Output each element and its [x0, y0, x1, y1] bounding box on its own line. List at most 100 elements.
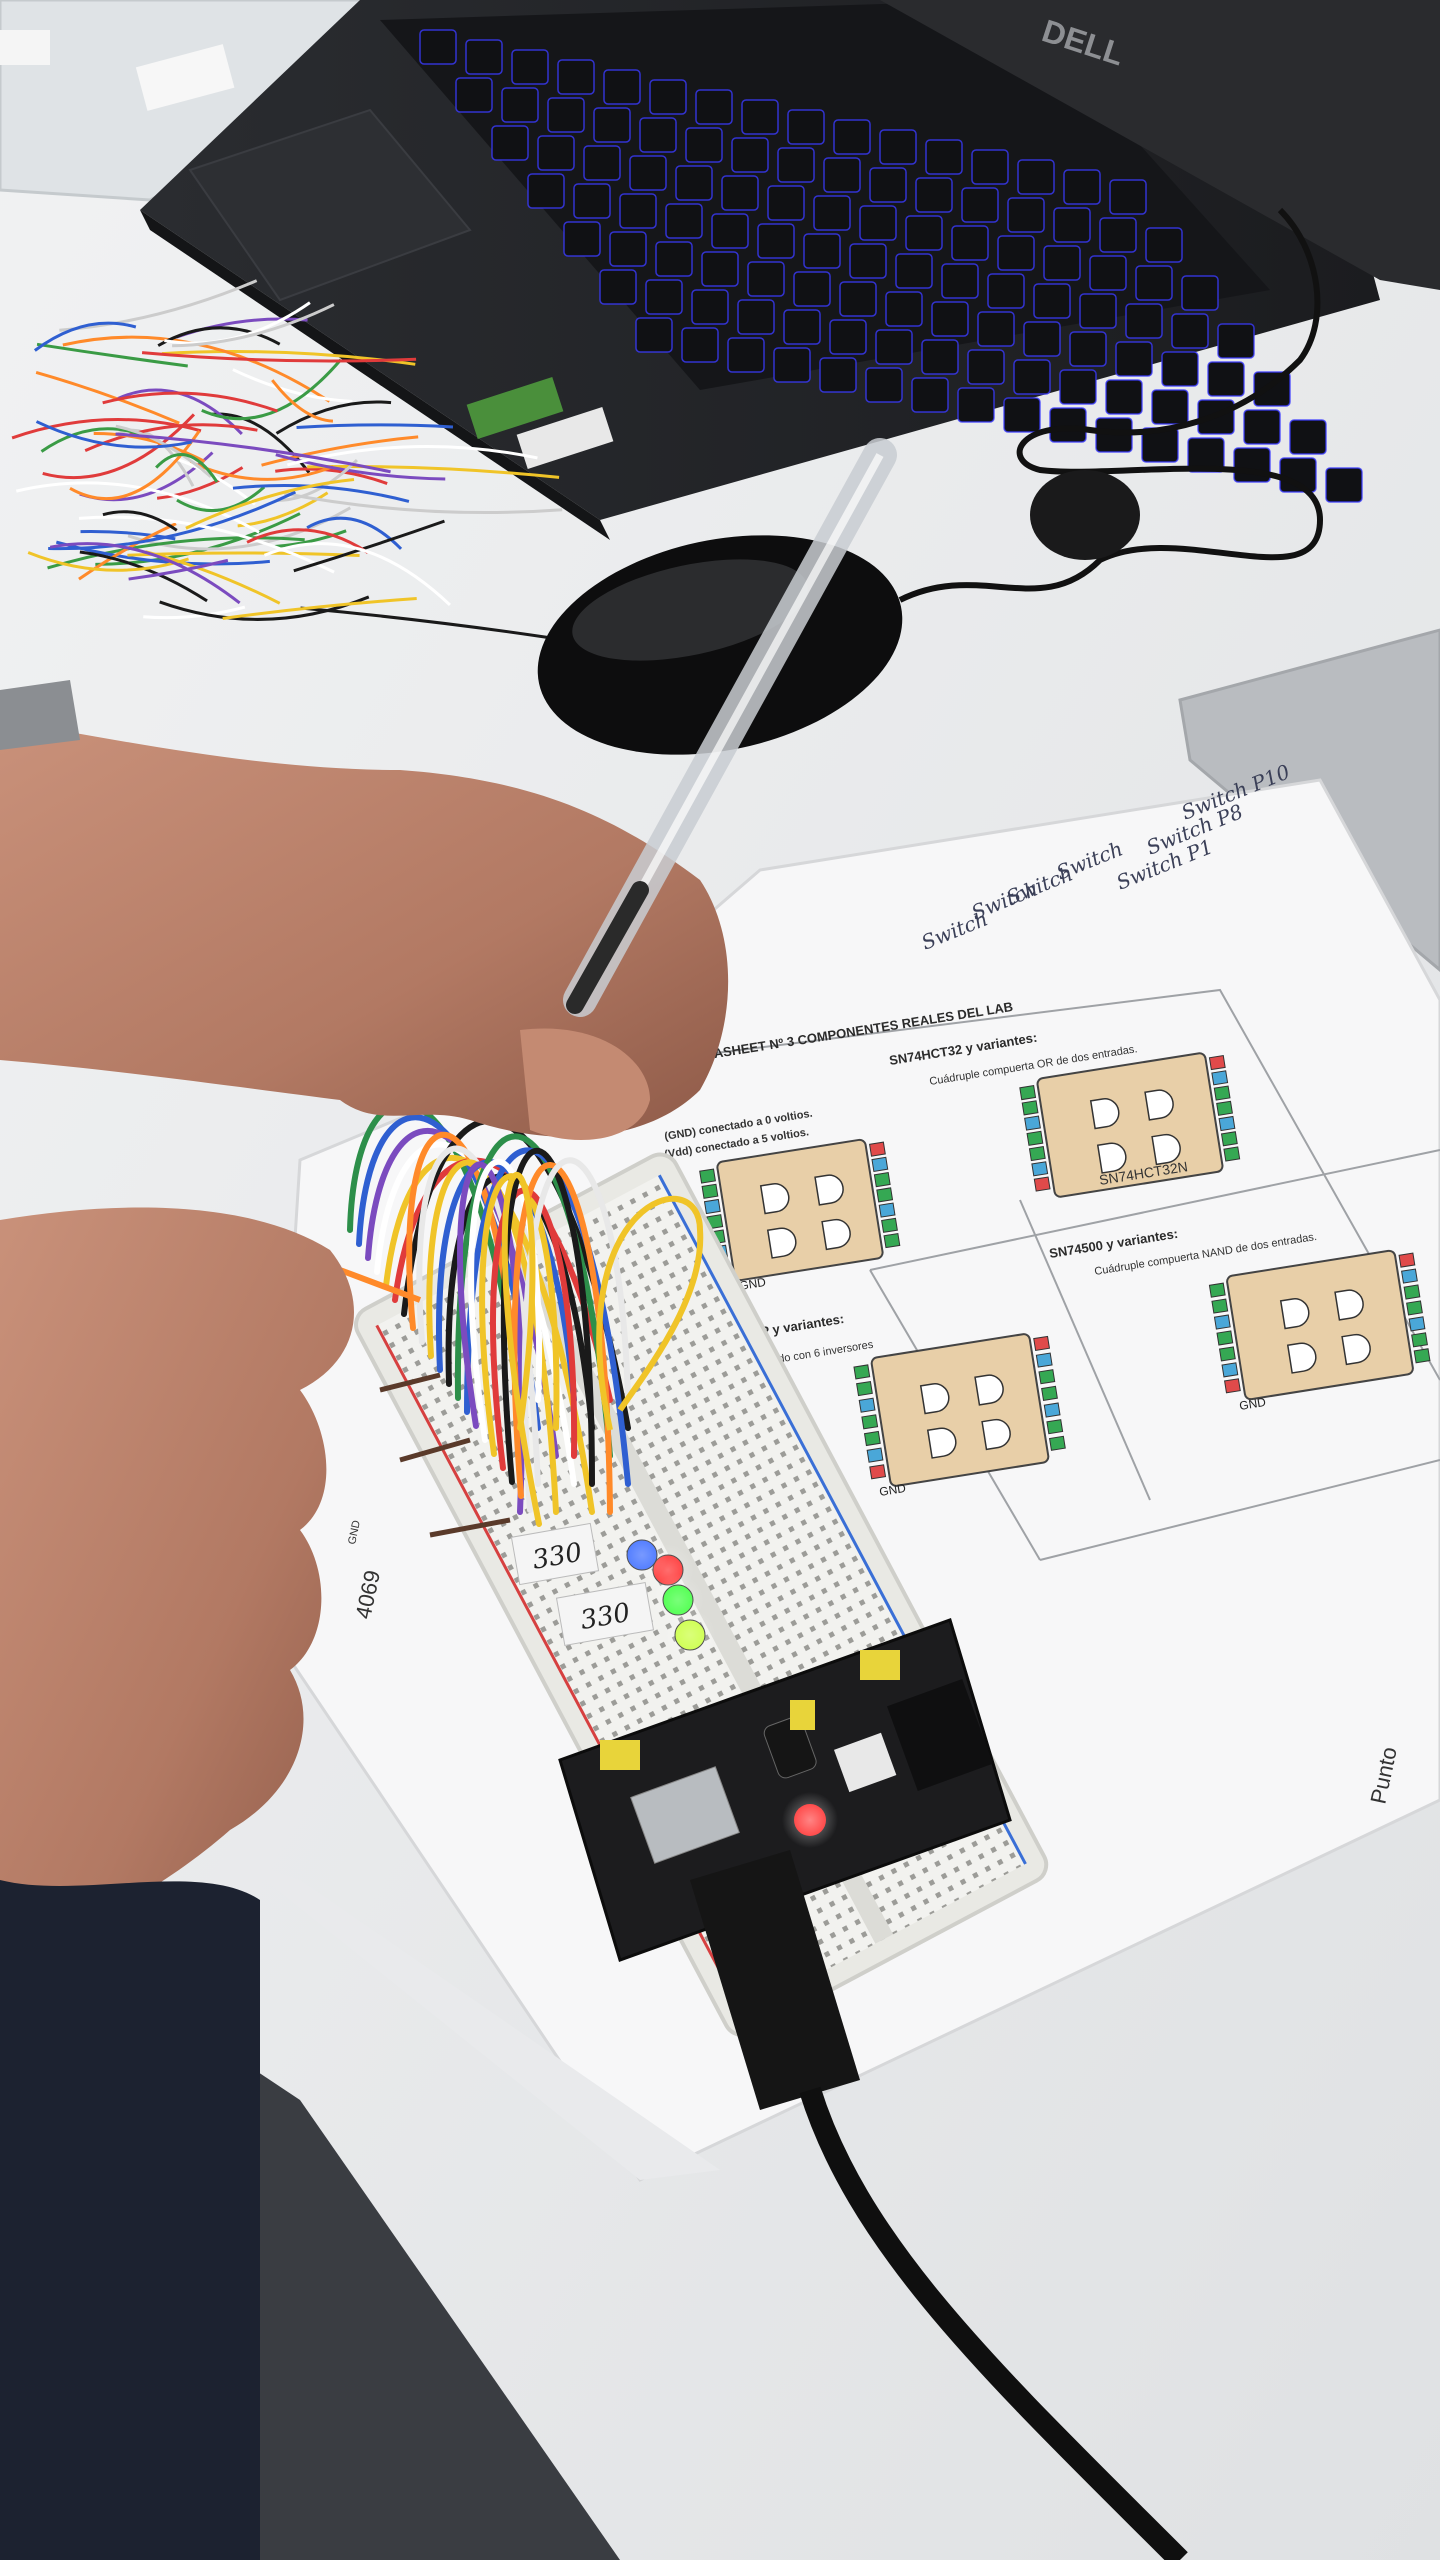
- keyboard-key: [691, 289, 729, 325]
- keyboard-key: [655, 241, 693, 277]
- loose-jumper-wire: [261, 435, 419, 467]
- keyboard-key: [639, 117, 677, 153]
- keyboard-key: [833, 119, 871, 155]
- keyboard-key: [1069, 331, 1107, 367]
- laptop-sticker: [516, 406, 614, 470]
- keyboard-key: [1105, 379, 1143, 415]
- keyboard-key: [511, 49, 549, 85]
- keyboard-key: [813, 195, 851, 231]
- loose-jumper-wire: [222, 597, 417, 620]
- keyboard-key: [1059, 369, 1097, 405]
- keyboard-key: [1125, 303, 1163, 339]
- left-hand-holding-pen: [0, 680, 729, 1140]
- loose-jumper-wire: [35, 420, 192, 449]
- keyboard-key: [1145, 227, 1183, 263]
- loose-jumper-wire: [296, 423, 454, 429]
- loose-jumper-wire: [27, 551, 190, 572]
- loose-jumper-wire: [95, 512, 301, 566]
- keyboard-key: [1115, 341, 1153, 377]
- keyboard-key: [1187, 437, 1225, 473]
- loose-jumper-wire: [275, 400, 392, 435]
- keyboard-key: [787, 109, 825, 145]
- mouse-cable: [898, 207, 1324, 603]
- keyboard-key: [747, 261, 785, 297]
- loose-jumper-wire: [93, 432, 206, 463]
- loose-jumper-wire: [246, 528, 369, 554]
- pin-gnd-label: GND: [1238, 1395, 1267, 1413]
- loose-jumper-wire: [141, 351, 417, 363]
- loose-jumper-wire: [201, 358, 342, 421]
- resistor-tag: 330: [555, 1581, 655, 1647]
- keyboard-key: [961, 187, 999, 223]
- resistor-tag: 330: [510, 1522, 600, 1586]
- keyboard-key: [1003, 397, 1041, 433]
- keyboard-key: [911, 377, 949, 413]
- keyboard-key: [783, 309, 821, 345]
- loose-jumper-wire: [156, 466, 244, 500]
- jumper-wire: [468, 1158, 542, 1443]
- keyboard-key: [865, 367, 903, 403]
- chip-or-diagram: [1019, 1052, 1241, 1198]
- keyboard-key: [875, 329, 913, 365]
- laptop-lid: [880, 0, 1440, 290]
- keyboard-key: [1049, 407, 1087, 443]
- jumper-wire: [457, 1161, 525, 1515]
- leds: [616, 1529, 716, 1661]
- keyboard-key: [701, 251, 739, 287]
- laptop-touchpad: [188, 108, 472, 302]
- keyboard-key: [537, 135, 575, 171]
- keyboard-key: [599, 269, 637, 305]
- keyboard-key: [905, 215, 943, 251]
- keyboard-key: [773, 347, 811, 383]
- resistors: [379, 1372, 511, 1538]
- keyboard-key: [1013, 359, 1051, 395]
- jumper-wire: [500, 1147, 595, 1487]
- keyboard-key: [1135, 265, 1173, 301]
- keyboard-key: [777, 147, 815, 183]
- pin-gnd-label: GND: [878, 1481, 907, 1499]
- keyboard-key: [685, 127, 723, 163]
- loose-jumper-wire: [33, 321, 137, 352]
- power-supply-module: [558, 1618, 1012, 1962]
- loose-jumper-wire: [284, 492, 563, 515]
- keyboard-key: [629, 155, 667, 191]
- loose-jumper-wire: [128, 558, 229, 581]
- usb-receiver: [1030, 470, 1140, 560]
- jumper-wire-pile: [11, 279, 563, 640]
- keyboard-key: [547, 97, 585, 133]
- keyboard-key: [921, 339, 959, 375]
- pen: [563, 438, 897, 1017]
- usb-cable: [690, 1850, 1188, 2560]
- keyboard-key: [1161, 351, 1199, 387]
- keyboard-key: [419, 29, 457, 65]
- loose-jumper-wire: [278, 459, 359, 503]
- keyboard-key: [829, 319, 867, 355]
- loose-jumper-wire: [143, 605, 246, 620]
- keyboard-key: [727, 337, 765, 373]
- keyboard-key: [977, 311, 1015, 347]
- jumper-wire: [501, 1172, 542, 1527]
- keyboard-key: [527, 173, 565, 209]
- chip-nand-diagram: [1208, 1249, 1431, 1401]
- keyboard-key: [465, 39, 503, 75]
- keyboard-key: [869, 167, 907, 203]
- loose-jumper-wire: [35, 371, 180, 425]
- keyboard-key: [941, 263, 979, 299]
- power-led-glow: [782, 1792, 838, 1848]
- keyboard-key: [951, 225, 989, 261]
- jumper-wire: [479, 1173, 560, 1457]
- keyboard-key: [793, 271, 831, 307]
- keyboard-key: [593, 107, 631, 143]
- keyboard-key: [731, 137, 769, 173]
- keyboard-key: [997, 235, 1035, 271]
- keyboard-key: [1023, 321, 1061, 357]
- keyboard-key: [1289, 419, 1327, 455]
- right-hand: [0, 1207, 354, 2560]
- keyboard-key: [649, 79, 687, 115]
- loose-jumper-wire: [275, 453, 446, 481]
- keyboard-key: [1063, 169, 1101, 205]
- keyboard-key: [1181, 275, 1219, 311]
- laptop: DELL: [140, 0, 1440, 540]
- keyboard-key: [987, 273, 1025, 309]
- keyboard-key: [839, 281, 877, 317]
